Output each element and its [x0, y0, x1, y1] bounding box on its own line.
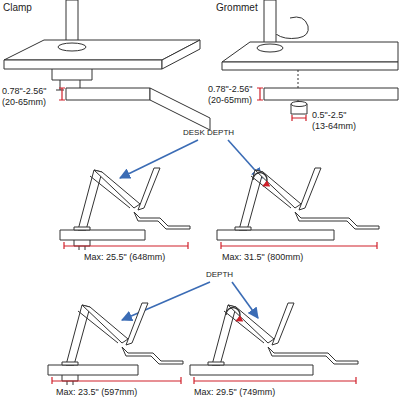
monitor — [138, 168, 160, 210]
arm-link — [90, 176, 130, 208]
arm-column — [212, 305, 236, 365]
callout-label: DESK DEPTH — [183, 128, 234, 138]
monitor — [126, 303, 148, 345]
arm-column — [239, 170, 263, 230]
dimension-label: Max: 23.5" (597mm) — [56, 387, 137, 397]
desk-side — [150, 88, 210, 130]
dimension-tick — [180, 377, 181, 384]
clamp — [74, 240, 90, 246]
desk — [60, 230, 145, 240]
desk-side — [162, 40, 200, 69]
dimension-tick — [187, 242, 188, 249]
arm-link — [78, 311, 118, 343]
arm-figure — [48, 303, 183, 385]
dimension-label: 0.5"-2.5" — [312, 110, 346, 120]
clamp-base — [58, 43, 86, 51]
rotation-arrow — [253, 173, 267, 186]
desk-edge — [4, 60, 162, 69]
dimension-lines — [59, 88, 306, 121]
monitor — [272, 303, 294, 345]
arm-link — [255, 170, 301, 208]
depth-dimension — [52, 380, 181, 381]
rotation-arrow — [226, 308, 240, 321]
hand — [276, 17, 308, 39]
clamp-screw — [79, 246, 80, 250]
keyboard-tray — [122, 347, 183, 364]
dimension-label: Max: 25.5" (648mm) — [84, 252, 165, 262]
clamp-jaw — [52, 69, 92, 80]
arm-base — [62, 362, 78, 365]
arm-link — [228, 305, 274, 343]
mount-caption: Clamp — [3, 3, 32, 13]
grommet-base — [257, 44, 283, 52]
arm-figure — [190, 303, 358, 375]
keyboard-tray — [295, 212, 379, 229]
depth-dimension — [194, 380, 356, 381]
arm-base — [74, 227, 90, 230]
arm-column — [66, 305, 90, 365]
dimension-tick — [63, 242, 64, 249]
arm-figure — [217, 168, 379, 240]
depth-dimension — [221, 245, 377, 246]
keyboard-tray — [268, 347, 358, 364]
arm-link — [94, 170, 140, 208]
arm-link — [251, 176, 291, 208]
desk-edge — [222, 62, 398, 70]
callout-label: DEPTH — [206, 270, 233, 280]
dimension-label: Max: 29.5" (749mm) — [194, 387, 275, 397]
dimension-tick — [193, 377, 194, 384]
dimension-label: (20-65mm) — [208, 95, 252, 105]
keyboard-tray — [134, 212, 190, 229]
dimension-tick — [355, 377, 356, 384]
dimension-tick — [220, 242, 221, 249]
desk-edge — [66, 88, 150, 100]
dimension-tick — [51, 377, 52, 384]
desk — [48, 365, 138, 375]
arm-base — [208, 362, 224, 365]
leader-arrow — [120, 140, 198, 178]
desk — [190, 365, 313, 375]
bolt-line — [298, 70, 299, 104]
monitor — [299, 168, 321, 210]
arm-link — [82, 305, 128, 343]
leader-arrow — [122, 282, 210, 320]
grommet-nut — [291, 102, 307, 107]
arm-base — [235, 227, 251, 230]
dimension-label: 0.78"-2.56" — [2, 86, 46, 96]
thickness-dimension — [257, 88, 263, 100]
dimension-label: (13-64mm) — [312, 121, 356, 131]
dimension-tick — [376, 242, 377, 249]
arm-figure — [60, 168, 190, 250]
arm-column — [78, 170, 102, 230]
mount-caption: Grommet — [216, 3, 258, 13]
clamp — [62, 375, 78, 381]
pole — [66, 0, 78, 46]
desk-top — [222, 42, 398, 62]
clamp-screw — [85, 246, 86, 250]
thickness-dimension — [59, 88, 65, 100]
arm-link — [224, 311, 264, 343]
depth-dimension — [64, 245, 188, 246]
desk-edge — [264, 88, 398, 100]
dimension-label: Max: 31.5" (800mm) — [222, 252, 303, 262]
pole — [264, 0, 276, 48]
arm-figures — [48, 168, 379, 385]
hole-dimension — [292, 115, 306, 121]
desk — [217, 230, 334, 240]
dimension-label: (20-65mm) — [2, 97, 46, 107]
dimension-label: 0.78"-2.56" — [208, 84, 252, 94]
